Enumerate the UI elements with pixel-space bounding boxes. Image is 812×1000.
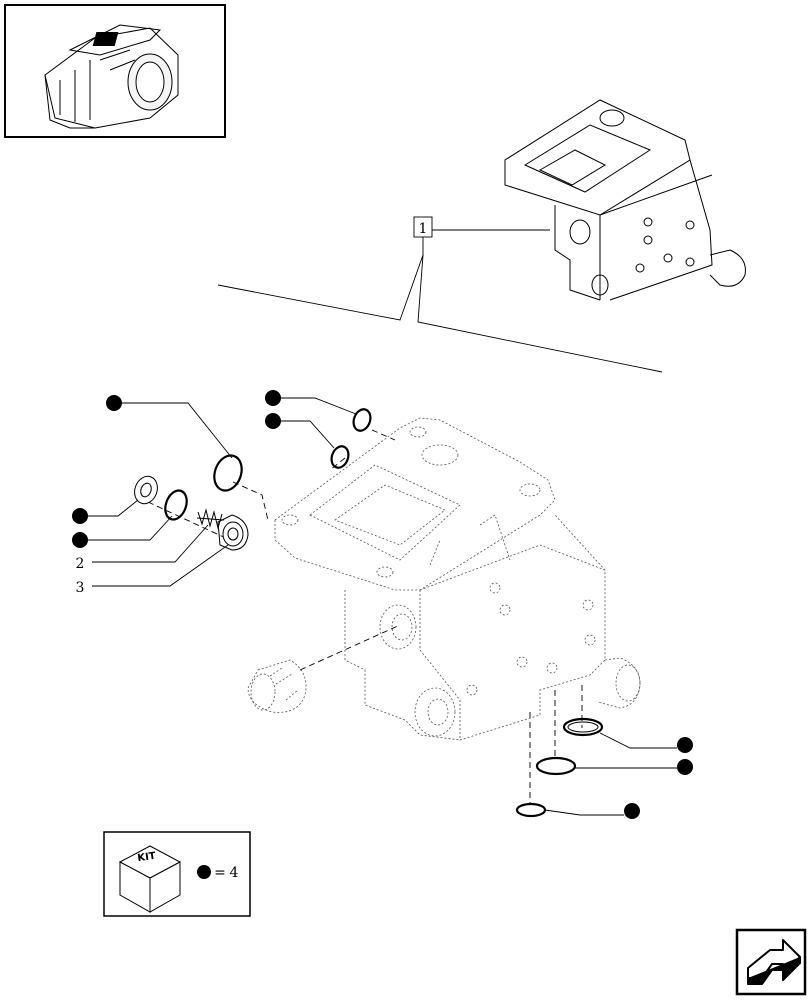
o-ring-lower-3: [515, 802, 547, 818]
callout-3: 3: [76, 544, 229, 596]
transmission-housing-thumbnail-icon: [44, 24, 179, 129]
callout-bullet-o-ring-upper-small-2: [265, 413, 335, 449]
callout-1: 1: [217, 216, 663, 373]
kit-equals: =: [214, 865, 226, 881]
o-ring-upper-small-1: [352, 408, 372, 432]
callout-bullet-o-ring-lower-2: [575, 759, 693, 775]
kit-bullet: [197, 865, 211, 879]
assembly-axis-lines: [147, 429, 583, 805]
callout-bullet-o-ring-upper-large: [106, 395, 233, 459]
kit-cube-icon: KIT: [118, 845, 182, 913]
callout-3-label: 3: [76, 580, 85, 596]
callout-bullet-o-ring-left: [72, 515, 173, 548]
o-ring-upper-small-2: [330, 445, 350, 469]
plug: [217, 514, 249, 551]
o-ring-upper-large: [213, 454, 243, 492]
kit-legend: KIT = 4: [103, 831, 251, 917]
callout-1-label: 1: [419, 221, 428, 237]
callout-2: 2: [76, 524, 209, 572]
valve-housing-ghost: [247, 417, 641, 741]
spring: [196, 508, 225, 530]
kit-label: KIT: [137, 851, 157, 864]
assembled-valve-view: [504, 99, 746, 301]
o-ring-lower-1: [562, 717, 604, 737]
callout-2-label: 2: [76, 556, 85, 572]
o-ring-lower-2: [535, 756, 577, 776]
callout-bullet-o-ring-lower-1: [599, 732, 693, 753]
next-page-arrow-icon[interactable]: [735, 928, 807, 996]
kit-ref: 4: [230, 865, 239, 881]
thumbnail-panel[interactable]: [4, 4, 226, 138]
o-ring-left: [164, 489, 188, 521]
callout-bullet-washer: [72, 499, 139, 524]
washer: [134, 475, 158, 505]
callout-bullet-o-ring-upper-small-1: [265, 390, 357, 415]
callout-bullet-o-ring-lower-3: [544, 803, 640, 819]
